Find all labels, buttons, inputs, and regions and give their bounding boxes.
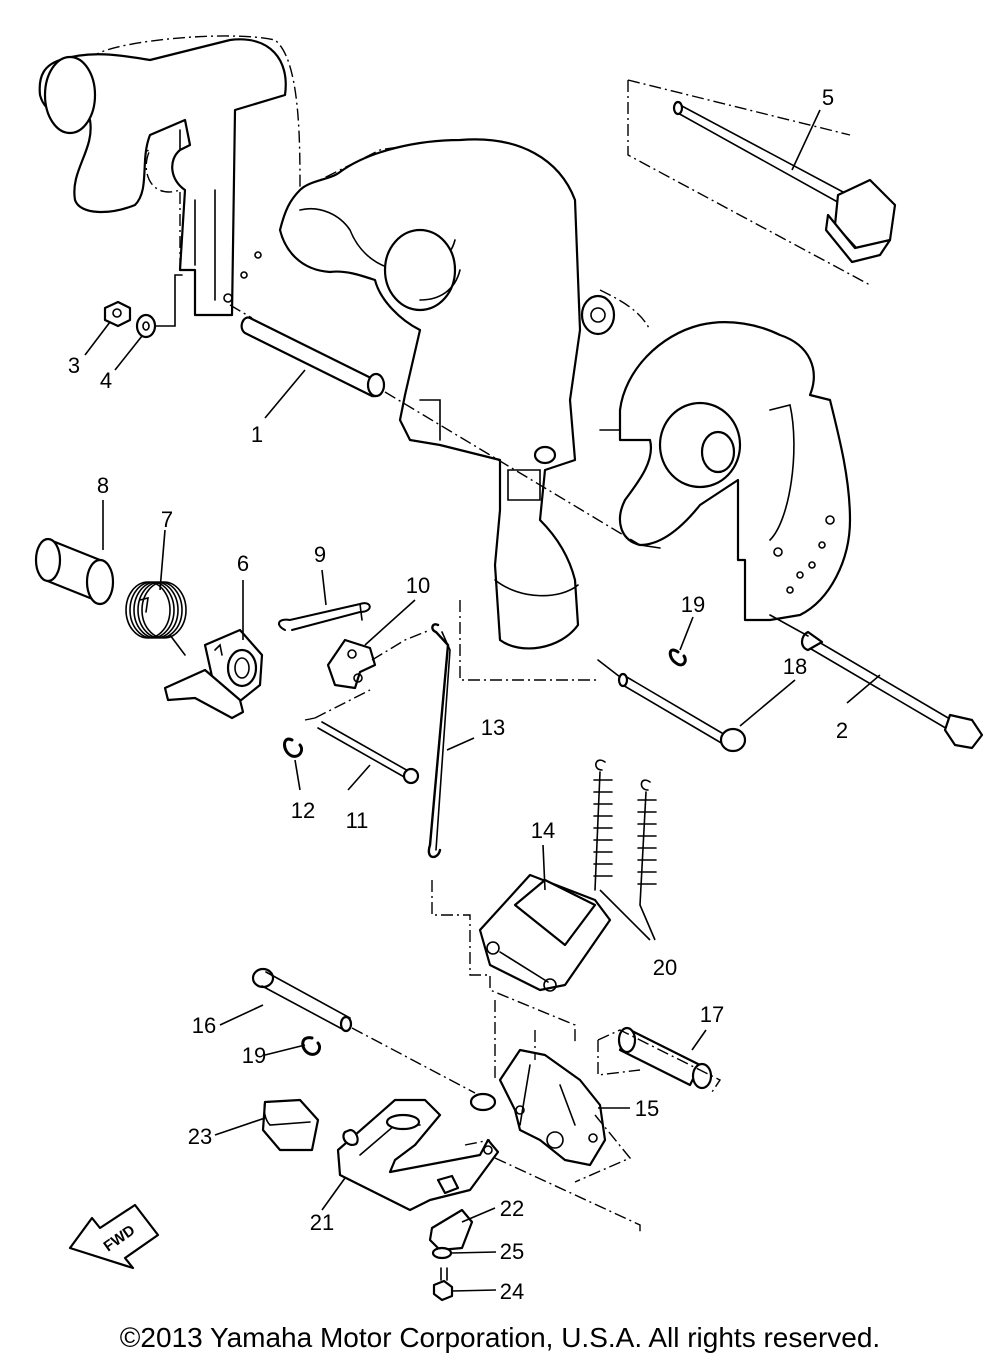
part-25-washer: [431, 1246, 453, 1260]
part-16-pin: [251, 967, 476, 1094]
callout-22: 22: [500, 1196, 524, 1221]
part-12-clip: [283, 737, 304, 758]
part-2-bolt: [769, 614, 984, 750]
fwd-arrow-icon: FWD: [68, 1203, 160, 1270]
swivel-bracket: [278, 138, 616, 650]
part-10-link: [326, 629, 431, 690]
callout-5: 5: [822, 85, 834, 110]
part-7-spring: [125, 581, 187, 656]
callout-3: 3: [68, 353, 80, 378]
callout-24: 24: [500, 1279, 524, 1304]
part-19-circlip-lower: [301, 1036, 322, 1056]
callout-25: 25: [500, 1239, 524, 1264]
part-14-lock-frame: [431, 873, 612, 1045]
part-11-pin: [304, 689, 420, 785]
part-24-bolt: [432, 1267, 454, 1302]
callout-23: 23: [188, 1124, 212, 1149]
callout-12: 12: [291, 798, 315, 823]
part-23-pad: [261, 1098, 359, 1152]
part-22-clip: [428, 1174, 474, 1252]
callout-13: 13: [481, 715, 505, 740]
part-13-rod: [427, 623, 451, 859]
callout-2: 2: [836, 718, 848, 743]
part-15-stopper: [469, 1000, 632, 1183]
callout-21: 21: [310, 1210, 334, 1235]
callout-7: 7: [161, 507, 173, 532]
part-21-bracket: [336, 1098, 641, 1235]
part-1-tilt-tube: [229, 304, 661, 549]
part-6-lever: [163, 628, 264, 720]
part-3-nut: [103, 300, 132, 328]
callout-11: 11: [346, 808, 369, 833]
clamp-bracket-left: [38, 38, 287, 317]
part-8-collar: [34, 537, 115, 606]
callout-6: 6: [237, 551, 249, 576]
callout-4: 4: [100, 368, 112, 393]
callout-15: 15: [635, 1096, 659, 1121]
part-5-thrust-rod: [627, 79, 897, 286]
callout-14: 14: [531, 818, 555, 843]
callout-20: 20: [653, 955, 677, 980]
callout-19-upper: 19: [681, 592, 705, 617]
callout-16: 16: [192, 1013, 216, 1038]
callout-9: 9: [314, 542, 326, 567]
part-19-circlip-upper: [668, 648, 687, 667]
leader-lines: [84, 109, 881, 1292]
part-18-bolt: [597, 659, 747, 753]
callout-10: 10: [406, 573, 430, 598]
clamp-bracket-right: [599, 321, 852, 622]
copyright-notice: ©2013 Yamaha Motor Corporation, U.S.A. A…: [119, 1322, 881, 1353]
part-17-roller: [597, 1026, 722, 1096]
part-4-washer: [135, 274, 183, 339]
callout-18: 18: [783, 654, 807, 679]
callout-8: 8: [97, 473, 109, 498]
callout-17: 17: [700, 1002, 724, 1027]
callout-1: 1: [251, 422, 263, 447]
callout-19-lower: 19: [242, 1043, 266, 1068]
part-20-springs: [593, 759, 657, 941]
callout-labels: 5 3 4 1 8 7 6 9 10 19 18 2 13 12 11 14 2…: [68, 85, 848, 1304]
part-9-wire-spring: [278, 602, 371, 631]
